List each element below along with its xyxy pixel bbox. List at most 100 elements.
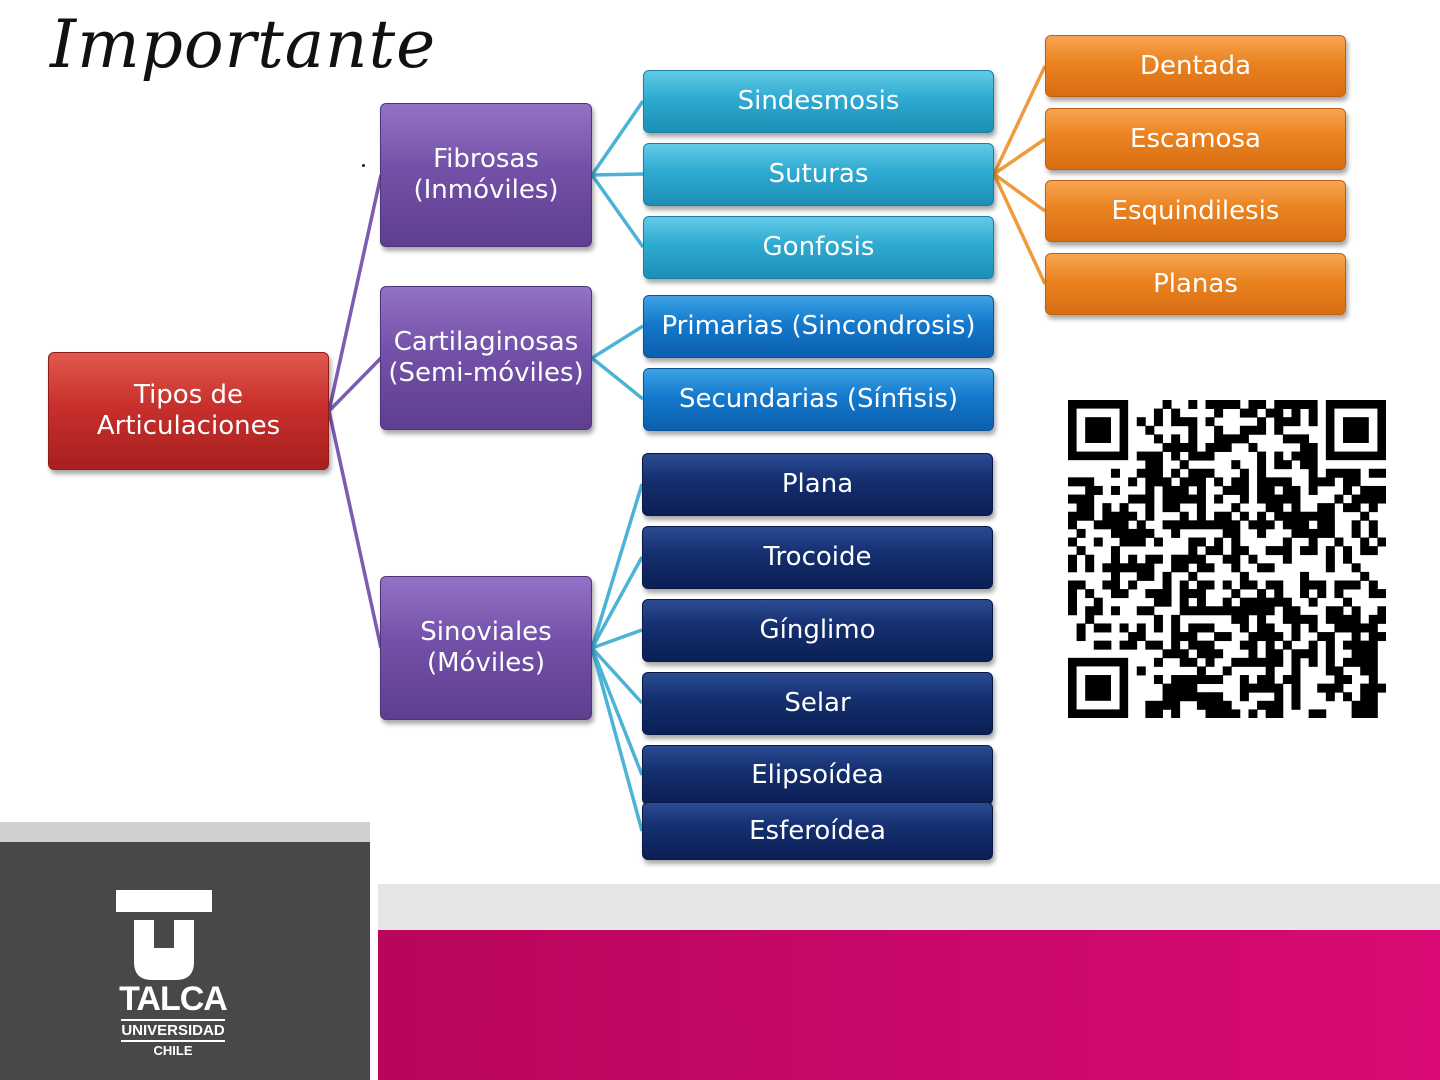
qr-module bbox=[1368, 485, 1378, 495]
qr-module bbox=[1102, 503, 1112, 513]
node-esquindilesis-label: Esquindilesis bbox=[1111, 195, 1280, 226]
qr-module bbox=[1231, 528, 1241, 538]
node-dentada-label: Dentada bbox=[1139, 50, 1252, 81]
node-plana-label: Plana bbox=[781, 469, 854, 499]
qr-module bbox=[1188, 675, 1198, 685]
qr-module bbox=[1231, 477, 1241, 487]
qr-module bbox=[1110, 528, 1120, 538]
qr-module bbox=[1128, 511, 1138, 521]
qr-module bbox=[1145, 511, 1155, 521]
qr-module bbox=[1110, 563, 1120, 573]
connector-sinoviales-to-type bbox=[590, 483, 644, 649]
qr-module bbox=[1274, 649, 1284, 659]
qr-module bbox=[1265, 408, 1275, 418]
node-selar-label: Selar bbox=[784, 688, 851, 718]
qr-module bbox=[1300, 520, 1310, 530]
qr-module bbox=[1188, 425, 1198, 435]
qr-module bbox=[1076, 546, 1086, 556]
qr-module bbox=[1257, 485, 1267, 495]
qr-module bbox=[1171, 417, 1181, 427]
qr-module bbox=[1351, 632, 1361, 642]
qr-module bbox=[1308, 657, 1318, 667]
qr-module bbox=[1093, 606, 1103, 616]
node-fibrosas: Fibrosas (Inmóviles) bbox=[380, 103, 592, 247]
qr-module bbox=[1265, 597, 1275, 607]
qr-module bbox=[1343, 640, 1353, 650]
qr-module bbox=[1343, 657, 1353, 667]
qr-module bbox=[1085, 511, 1095, 521]
qr-module bbox=[1368, 700, 1378, 710]
qr-module bbox=[1360, 649, 1370, 659]
qr-module bbox=[1325, 649, 1335, 659]
qr-module bbox=[1171, 563, 1181, 573]
qr-module bbox=[1360, 683, 1370, 693]
qr-module bbox=[1325, 546, 1335, 556]
qr-module bbox=[1196, 692, 1206, 702]
qr-module bbox=[1171, 675, 1181, 685]
qr-module bbox=[1188, 434, 1198, 444]
qr-module bbox=[1068, 597, 1077, 607]
qr-module bbox=[1343, 554, 1353, 564]
qr-module bbox=[1171, 408, 1181, 418]
qr-module bbox=[1308, 460, 1318, 470]
qr-module bbox=[1265, 606, 1275, 616]
qr-module bbox=[1162, 597, 1172, 607]
qr-module bbox=[1343, 546, 1353, 556]
qr-module bbox=[1231, 503, 1241, 513]
qr-module bbox=[1162, 580, 1172, 590]
qr-module bbox=[1368, 632, 1378, 642]
qr-module bbox=[1188, 468, 1198, 478]
qr-code[interactable] bbox=[1068, 400, 1386, 718]
qr-module bbox=[1334, 580, 1344, 590]
qr-module bbox=[1239, 597, 1249, 607]
qr-module bbox=[1351, 657, 1361, 667]
qr-module bbox=[1179, 563, 1189, 573]
qr-module bbox=[1171, 442, 1181, 452]
qr-module bbox=[1196, 606, 1206, 616]
qr-module bbox=[1334, 606, 1344, 616]
qr-module bbox=[1300, 442, 1310, 452]
qr-module bbox=[1085, 563, 1095, 573]
qr-module bbox=[1196, 580, 1206, 590]
qr-module bbox=[1239, 675, 1249, 685]
qr-module bbox=[1128, 554, 1138, 564]
node-dentada: Dentada bbox=[1045, 35, 1346, 97]
qr-module bbox=[1274, 632, 1284, 642]
qr-module bbox=[1291, 408, 1301, 418]
qr-module bbox=[1368, 666, 1378, 676]
qr-module bbox=[1291, 632, 1301, 642]
qr-module bbox=[1300, 649, 1310, 659]
qr-module bbox=[1308, 546, 1318, 556]
qr-module bbox=[1196, 554, 1206, 564]
qr-module bbox=[1128, 580, 1138, 590]
qr-module bbox=[1239, 468, 1249, 478]
connector-sinoviales-to-type bbox=[591, 628, 643, 650]
qr-module bbox=[1153, 408, 1163, 418]
qr-module bbox=[1360, 485, 1370, 495]
qr-module bbox=[1136, 494, 1146, 504]
qr-module bbox=[1231, 657, 1241, 667]
qr-module bbox=[1265, 675, 1275, 685]
qr-module bbox=[1145, 451, 1155, 461]
qr-module bbox=[1265, 623, 1275, 633]
qr-module bbox=[1368, 640, 1378, 650]
qr-module bbox=[1308, 468, 1318, 478]
qr-module bbox=[1110, 606, 1120, 616]
qr-module bbox=[1317, 503, 1327, 513]
qr-module bbox=[1282, 417, 1292, 427]
qr-module bbox=[1179, 417, 1189, 427]
node-ginglimo: Gínglimo bbox=[642, 599, 993, 662]
qr-module bbox=[1136, 666, 1146, 676]
qr-module bbox=[1188, 451, 1198, 461]
qr-module bbox=[1093, 485, 1103, 495]
qr-module bbox=[1196, 563, 1206, 573]
qr-module bbox=[1222, 632, 1232, 642]
qr-module bbox=[1231, 546, 1241, 556]
qr-module bbox=[1162, 400, 1172, 409]
stray-dot bbox=[362, 164, 365, 167]
qr-module bbox=[1334, 589, 1344, 599]
qr-module bbox=[1239, 434, 1249, 444]
qr-module bbox=[1136, 468, 1146, 478]
qr-module bbox=[1222, 666, 1232, 676]
